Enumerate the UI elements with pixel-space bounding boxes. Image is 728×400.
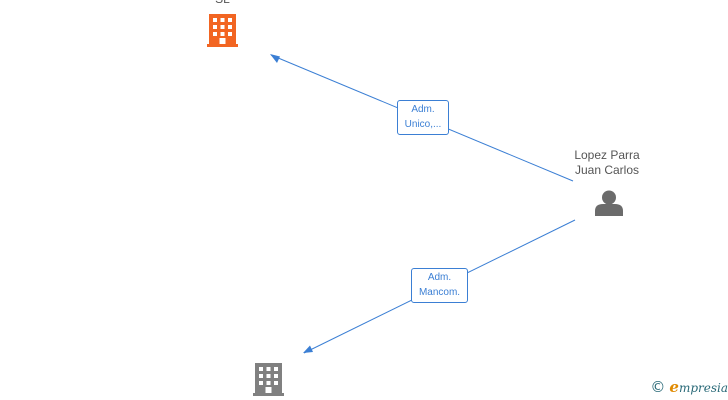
empresia-watermark: © empresia <box>650 377 728 397</box>
company-name-label[interactable]: SL <box>207 0 238 7</box>
edge-arrowhead-adm-mancom <box>303 345 313 353</box>
brand-logo: empresia <box>669 378 728 396</box>
building-icon[interactable] <box>253 363 284 396</box>
edge-label-line1: Adm. <box>411 104 435 115</box>
brand-name: mpresia <box>678 381 728 395</box>
edge-label-line2: Unico,... <box>404 119 442 130</box>
person-name-line2[interactable]: Juan Carlos <box>574 163 640 177</box>
brand-initial: e <box>669 378 679 396</box>
person-name-line1[interactable]: Lopez Parra <box>574 148 640 162</box>
edge-label-adm-mancom[interactable]: Adm. Mancom. <box>411 268 468 303</box>
building-icon[interactable] <box>207 14 238 47</box>
edge-label-adm-unico[interactable]: Adm. Unico,... <box>397 100 449 135</box>
edge-label-line2: Mancom. <box>418 287 461 298</box>
edge-arrowhead-adm-unico <box>270 54 280 63</box>
person-name-label[interactable]: Lopez Parra Juan Carlos <box>556 148 658 178</box>
edge-label-line1: Adm. <box>427 272 452 283</box>
company-name-text[interactable]: SL <box>207 0 238 7</box>
copyright-icon: © <box>650 378 666 396</box>
person-icon[interactable] <box>595 190 623 217</box>
